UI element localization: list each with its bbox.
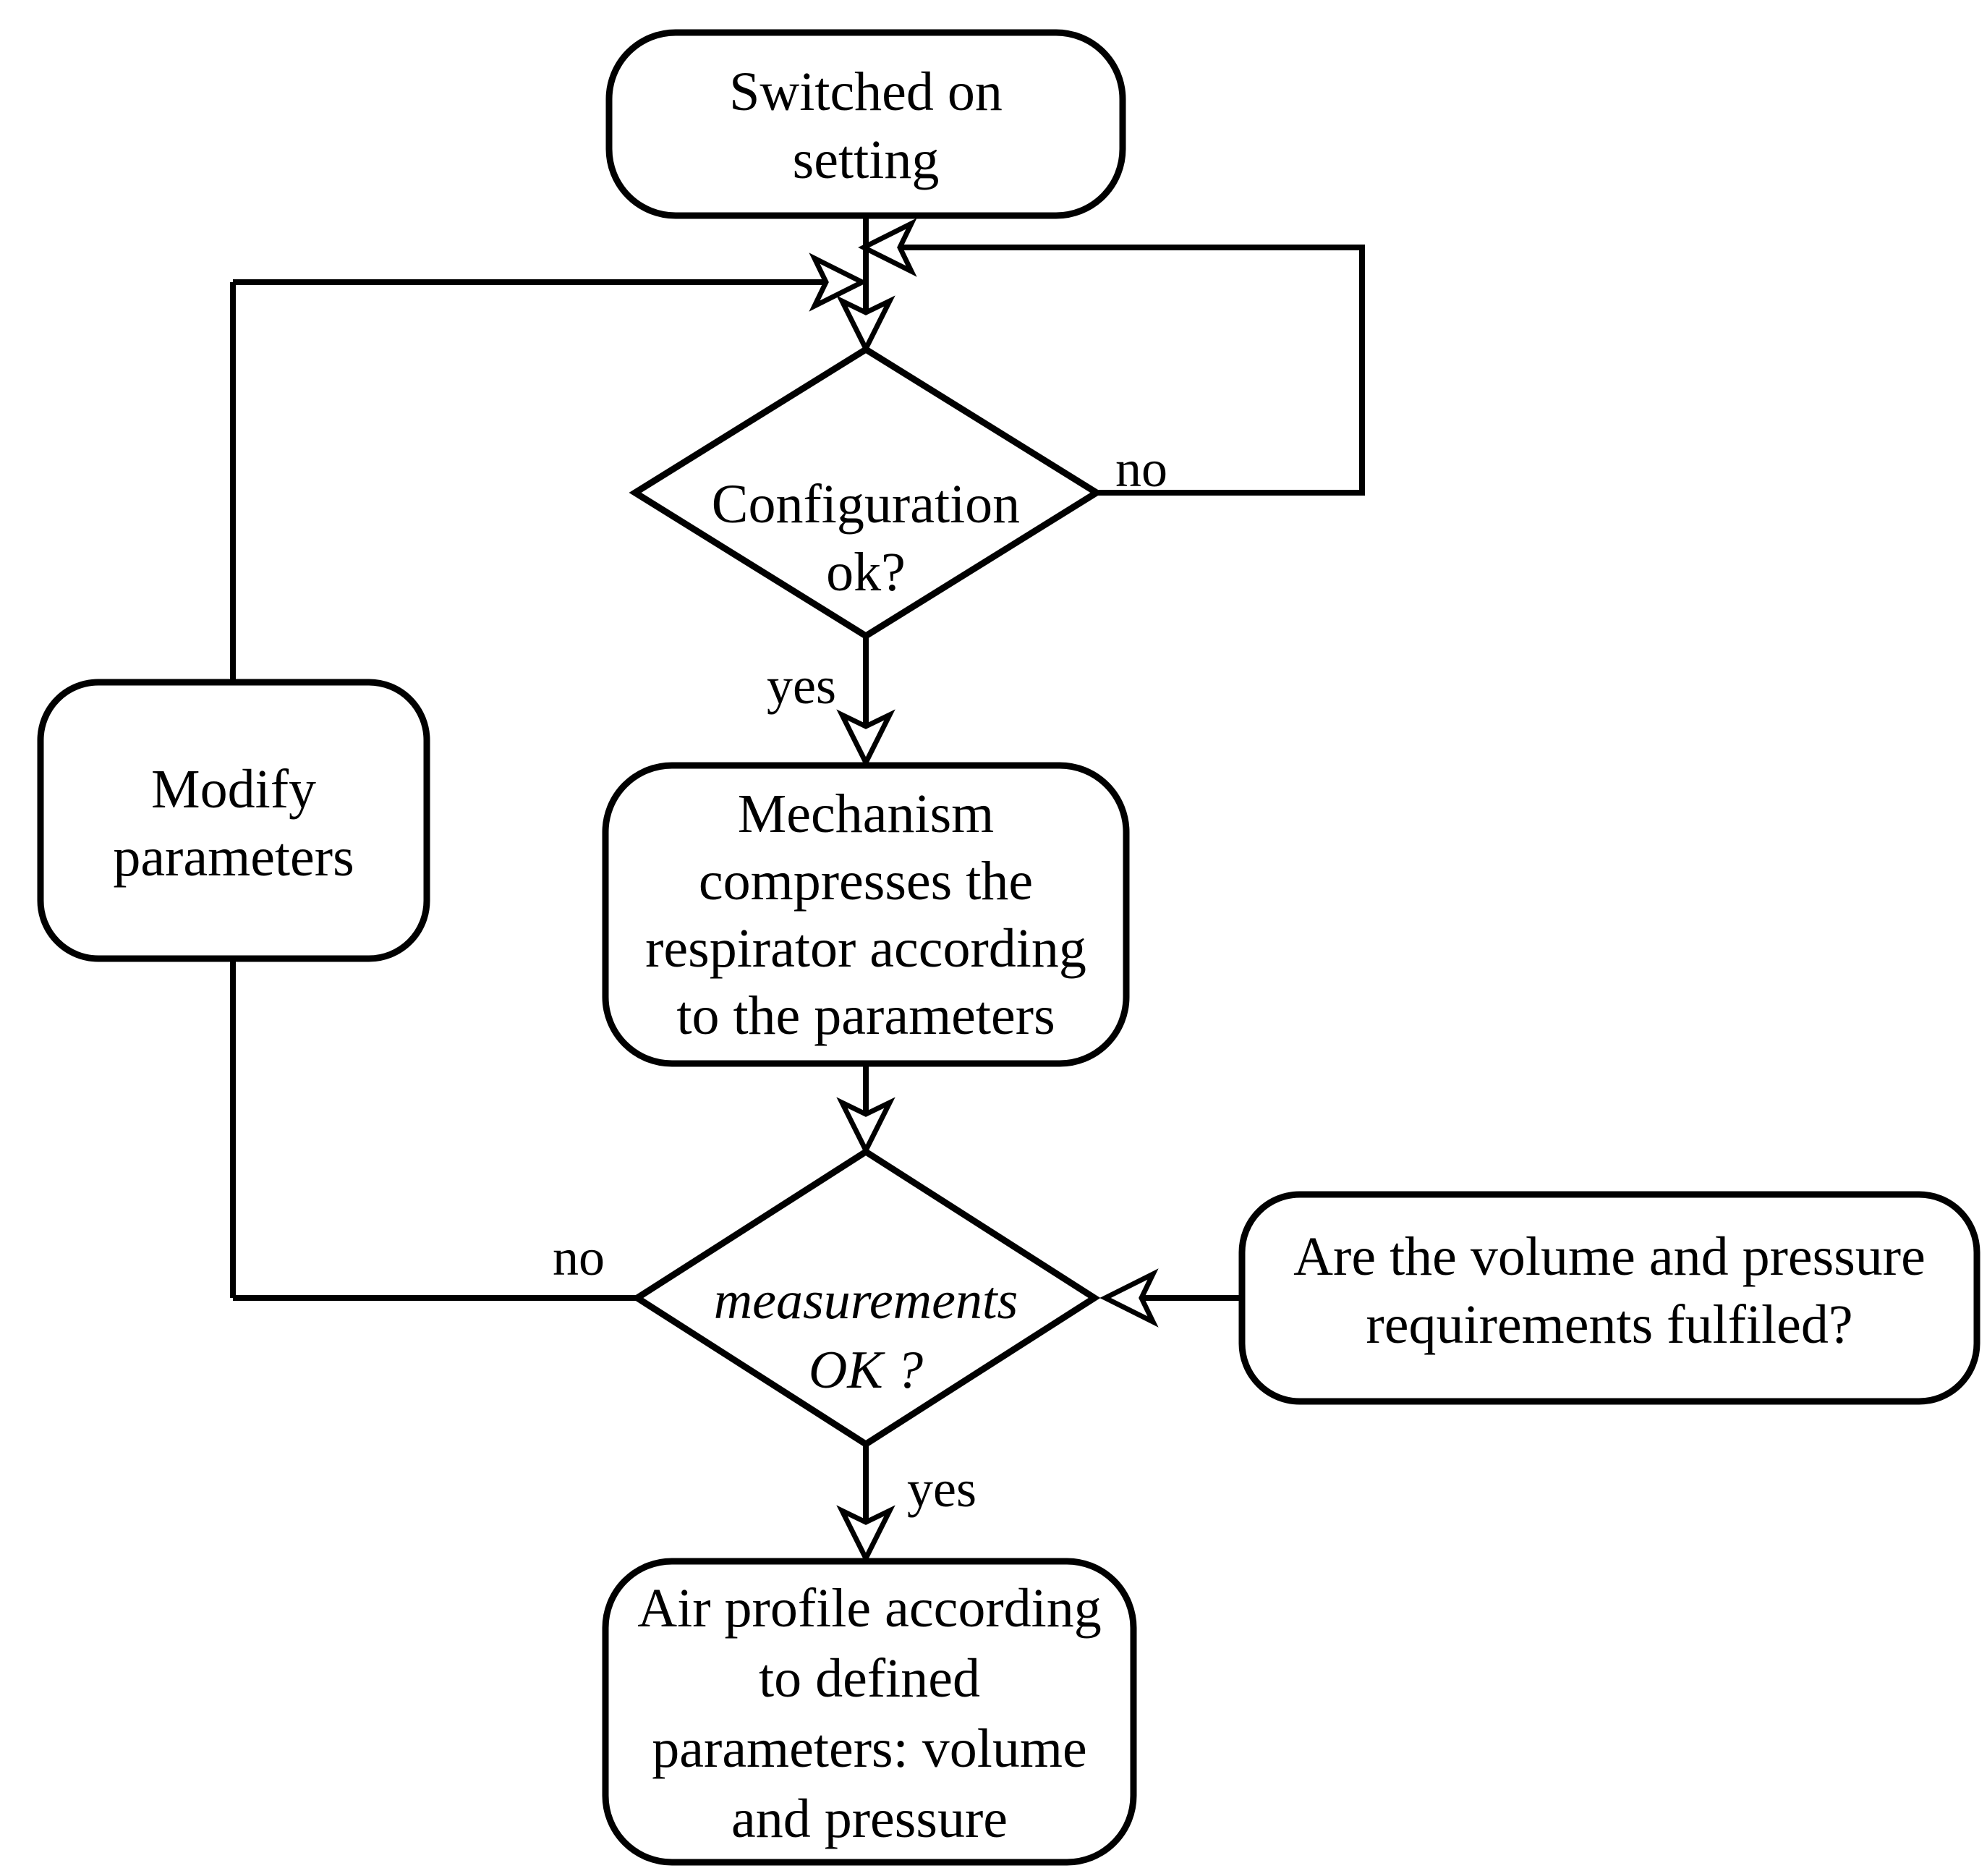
measurements-no-label: no (553, 1228, 605, 1286)
start-node-label-line2: setting (793, 130, 940, 190)
mechanism-node (602, 762, 1130, 1067)
config-yes-label: yes (767, 657, 836, 715)
measurements-decision-diamond (631, 1147, 1101, 1448)
mechanism-label-line3: respirator according (645, 918, 1086, 979)
modify-return-arrowhead (809, 252, 868, 312)
air-profile-label-line3: parameters: volume (652, 1718, 1086, 1779)
mechanism-label-line1: Mechanism (738, 784, 995, 844)
measurements-yes-label: yes (907, 1460, 977, 1518)
mechanism-label-line2: compresses the (699, 851, 1033, 912)
config-decision-diamond (629, 345, 1103, 640)
measurements-decision-label-line1: measurements (714, 1271, 1018, 1330)
requirements-question-node (1238, 1191, 1980, 1405)
modify-parameters-label-line2: parameters (113, 827, 354, 888)
modify-parameters-label-line1: Modify (151, 759, 316, 820)
air-profile-label-line1: Air profile according (637, 1578, 1102, 1639)
config-no-return-arrowhead (858, 218, 917, 277)
requirements-arrowhead (1099, 1268, 1159, 1328)
mechanism-label-line4: to the parameters (676, 985, 1055, 1046)
config-entry-arrowhead (836, 295, 895, 355)
modify-parameters-node (37, 679, 430, 962)
config-no-label: no (1115, 440, 1167, 498)
start-node-label-line1: Switched on (729, 61, 1003, 122)
air-profile-label-line2: to defined (759, 1648, 980, 1709)
edge-config-no-loop (877, 245, 1365, 496)
measurements-entry-arrowhead (836, 1097, 895, 1156)
requirements-question-label-line2: requirements fulfiled? (1366, 1294, 1852, 1355)
measurements-decision-label-line2: OK ? (809, 1341, 923, 1400)
config-decision-label-line2: ok? (826, 542, 906, 603)
start-node (605, 29, 1126, 219)
requirements-question-label-line1: Are the volume and pressure (1293, 1226, 1926, 1287)
air-profile-label-line4: and pressure (731, 1788, 1008, 1849)
config-decision-label-line1: Configuration (712, 474, 1020, 535)
air-profile-node (602, 1558, 1137, 1866)
mechanism-entry-arrowhead (836, 709, 895, 768)
air-profile-entry-arrowhead (836, 1505, 895, 1564)
